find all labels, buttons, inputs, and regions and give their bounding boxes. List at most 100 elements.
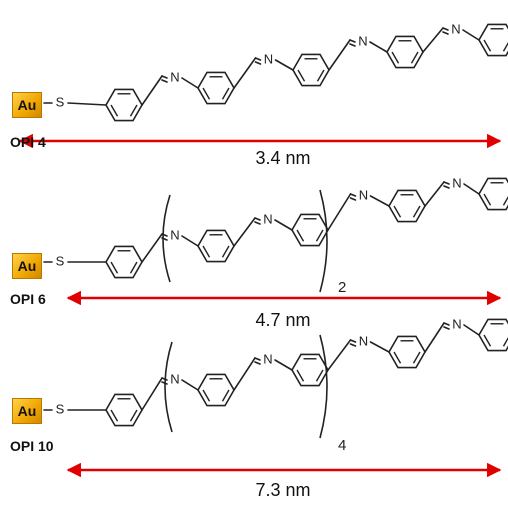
imine-double-bond <box>443 322 450 326</box>
bond <box>424 181 445 207</box>
double-bond <box>296 369 305 382</box>
imine-double-bond <box>254 357 261 361</box>
imine-double-bond <box>349 193 357 197</box>
double-bond <box>502 336 508 347</box>
bond <box>463 324 480 336</box>
bond <box>233 357 256 391</box>
nitrogen-atom: N <box>452 316 461 331</box>
nitrogen-atom: N <box>452 175 461 190</box>
double-bond <box>412 205 421 218</box>
double-bond <box>315 369 324 382</box>
imine-double-bond <box>442 31 449 35</box>
double-bond <box>502 41 508 52</box>
nitrogen-atom: N <box>359 333 368 348</box>
imine-double-bond <box>254 361 261 365</box>
gold-label: Au <box>17 258 37 274</box>
benzene-ring <box>105 88 143 122</box>
bond <box>424 322 445 353</box>
imine-double-bond <box>161 79 168 83</box>
imine-double-bond <box>254 61 262 65</box>
nitrogen-atom: N <box>358 33 367 48</box>
bond <box>141 377 163 411</box>
length-label-opi10: 7.3 nm <box>255 480 311 500</box>
double-bond <box>110 261 119 274</box>
bond <box>141 233 163 263</box>
double-bond <box>296 229 305 242</box>
double-bond <box>393 351 402 364</box>
double-bond <box>483 39 492 52</box>
bond <box>369 341 390 353</box>
repeat-bracket-right <box>319 189 328 293</box>
double-bond <box>221 245 230 258</box>
double-bond <box>412 351 421 364</box>
length-label-opi4: 3.4 nm <box>255 148 311 168</box>
double-bond <box>202 87 211 100</box>
repeat-bracket-right <box>319 334 328 439</box>
double-bond <box>410 51 419 64</box>
bond <box>181 77 199 89</box>
sulfur-atom: S <box>56 253 65 268</box>
bond <box>274 59 294 71</box>
double-bond <box>315 229 324 242</box>
molecule-label-opi10: OPI 10 <box>10 438 54 454</box>
imine-double-bond <box>442 27 449 31</box>
benzene-ring <box>105 393 143 427</box>
benzene-ring <box>105 245 143 279</box>
bond <box>233 57 257 89</box>
imine-double-bond <box>443 326 450 330</box>
imine-double-bond <box>349 339 357 343</box>
nitrogen-atom: N <box>264 51 273 66</box>
imine-double-bond <box>349 343 357 347</box>
double-bond <box>110 104 119 117</box>
bond <box>462 29 480 41</box>
bond <box>233 217 256 247</box>
double-bond <box>129 409 138 422</box>
bond <box>181 379 199 391</box>
bond <box>181 235 199 247</box>
double-bond <box>297 69 306 82</box>
nitrogen-atom: N <box>263 351 272 366</box>
imine-double-bond <box>254 221 261 225</box>
bond <box>327 193 352 231</box>
double-bond <box>393 205 402 218</box>
gold-label: Au <box>17 97 37 113</box>
double-bond <box>316 69 325 82</box>
repeat-bracket-left <box>162 194 171 283</box>
imine-double-bond <box>349 43 356 47</box>
imine-double-bond <box>349 197 357 201</box>
double-bond <box>202 389 211 402</box>
bond <box>369 41 388 53</box>
bond <box>141 75 163 106</box>
nitrogen-atom: N <box>263 211 272 226</box>
double-bond <box>391 51 400 64</box>
double-bond <box>129 261 138 274</box>
sulfur-atom: S <box>56 94 65 109</box>
bond <box>274 359 293 371</box>
nitrogen-atom: N <box>359 187 368 202</box>
imine-double-bond <box>443 185 450 189</box>
bond <box>274 219 293 231</box>
double-bond <box>221 389 230 402</box>
molecule-label-opi4: OPI 4 <box>10 134 46 150</box>
sulfur-atom: S <box>56 401 65 416</box>
double-bond <box>129 104 138 117</box>
imine-double-bond <box>443 181 450 185</box>
double-bond <box>483 334 492 347</box>
imine-double-bond <box>254 217 261 221</box>
nitrogen-atom: N <box>170 371 179 386</box>
nitrogen-atom: N <box>170 227 179 242</box>
imine-double-bond <box>349 39 356 43</box>
gold-electrode-3: Au <box>12 398 42 424</box>
double-bond <box>483 193 492 206</box>
nitrogen-atom: N <box>451 21 460 36</box>
gold-label: Au <box>17 403 37 419</box>
gold-electrode-2: Au <box>12 253 42 279</box>
bond <box>327 339 352 371</box>
double-bond <box>110 409 119 422</box>
bond <box>369 195 390 207</box>
double-bond <box>221 87 230 100</box>
bond <box>463 183 480 195</box>
repeat-bracket-left <box>164 341 173 433</box>
